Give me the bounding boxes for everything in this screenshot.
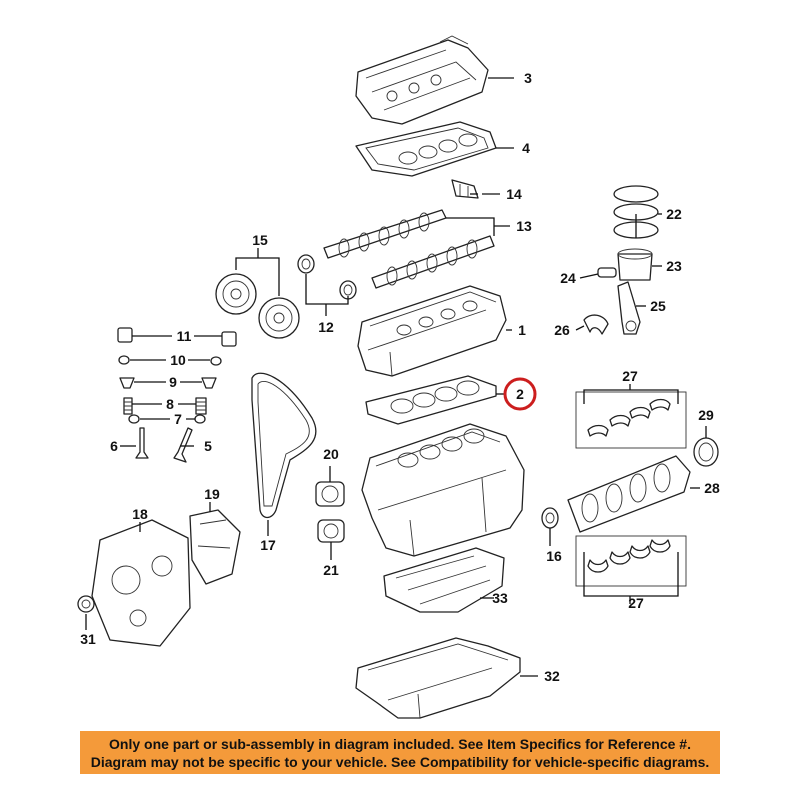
callout-3: 3 xyxy=(524,70,532,86)
callout-24: 24 xyxy=(560,270,576,286)
callout-27-lower: 27 xyxy=(628,595,644,611)
part-timing-cover xyxy=(91,519,191,647)
part-front-seal xyxy=(77,595,95,613)
part-engine-block xyxy=(361,423,525,557)
callout-29: 29 xyxy=(698,407,714,423)
callout-21: 21 xyxy=(323,562,339,578)
callout-5: 5 xyxy=(204,438,212,454)
callout-22: 22 xyxy=(666,206,682,222)
callout-23: 23 xyxy=(666,258,682,274)
part-valve-cover-gasket xyxy=(355,121,497,177)
part-sensor xyxy=(451,179,479,199)
part-oil-baffle xyxy=(383,547,505,613)
part-camshaft-seals xyxy=(297,254,357,300)
callout-15: 15 xyxy=(252,232,268,248)
callout-20: 20 xyxy=(323,446,339,462)
part-cam-phasers xyxy=(215,273,300,339)
callout-7: 7 xyxy=(174,411,182,427)
part-cylinder-head xyxy=(357,285,507,377)
callout-18: 18 xyxy=(132,506,148,522)
disclaimer-line-1: Only one part or sub-assembly in diagram… xyxy=(109,736,691,752)
callout-1: 1 xyxy=(518,322,526,338)
callout-32: 32 xyxy=(544,668,560,684)
callout-10: 10 xyxy=(170,352,186,368)
part-camshafts xyxy=(323,209,495,289)
callout-8: 8 xyxy=(166,396,174,412)
callout-28: 28 xyxy=(704,480,720,496)
part-piston-pin xyxy=(597,267,617,278)
callout-17: 17 xyxy=(260,537,276,553)
part-chain-guide xyxy=(189,509,241,585)
highlight-ring-2 xyxy=(503,377,537,411)
callout-19: 19 xyxy=(204,486,220,502)
callout-26: 26 xyxy=(554,322,570,338)
callout-2: 2 xyxy=(516,386,524,402)
part-main-bearings-lower xyxy=(575,535,687,587)
callout-9: 9 xyxy=(169,374,177,390)
disclaimer-banner: Only one part or sub-assembly in diagram… xyxy=(80,731,720,774)
part-connecting-rod xyxy=(617,281,641,335)
callout-12: 12 xyxy=(318,319,334,335)
part-crankshaft xyxy=(567,455,691,533)
callout-6: 6 xyxy=(110,438,118,454)
part-valve-cover xyxy=(355,35,489,125)
disclaimer-line-2: Diagram may not be specific to your vehi… xyxy=(90,754,710,770)
part-valve-train xyxy=(117,327,237,463)
part-rod-bearing xyxy=(583,314,609,335)
leader-lines xyxy=(85,77,707,677)
callout-33: 33 xyxy=(492,590,508,606)
part-crank-sprocket xyxy=(541,507,559,529)
callout-labels: 3 4 14 13 12 15 1 2 22 23 24 25 26 27 29… xyxy=(80,70,720,684)
callout-4: 4 xyxy=(522,140,530,156)
callout-13: 13 xyxy=(516,218,532,234)
callout-16: 16 xyxy=(546,548,562,564)
part-chain-tensioner xyxy=(315,481,345,507)
callout-27-upper: 27 xyxy=(622,368,638,384)
part-idler-pulley xyxy=(317,519,345,543)
part-head-gasket xyxy=(365,375,497,425)
callout-31: 31 xyxy=(80,631,96,647)
callout-14: 14 xyxy=(506,186,522,202)
part-main-bearings-upper xyxy=(575,391,687,449)
part-oil-pan xyxy=(355,637,521,719)
part-rear-main-seal xyxy=(693,437,719,467)
callout-11: 11 xyxy=(177,328,192,344)
part-timing-chain xyxy=(251,372,317,519)
callout-25: 25 xyxy=(650,298,666,314)
part-piston xyxy=(617,248,653,281)
